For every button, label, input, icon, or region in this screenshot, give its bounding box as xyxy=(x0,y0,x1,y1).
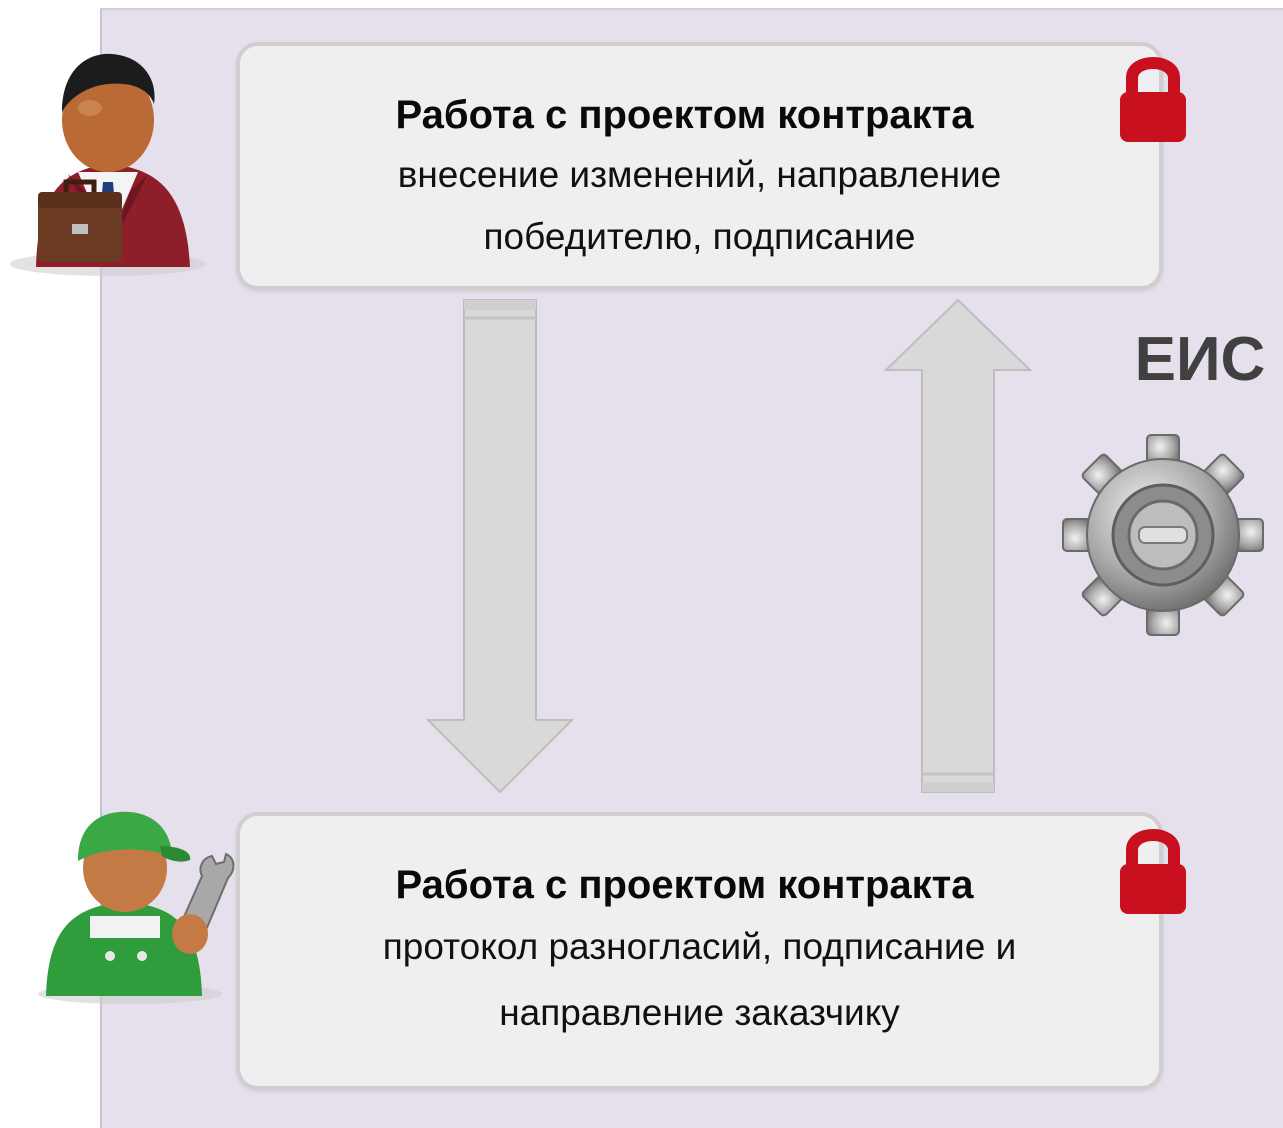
lock-icon xyxy=(1116,820,1190,920)
system-label: ЕИС xyxy=(1134,325,1266,394)
gear-icon xyxy=(1058,430,1268,640)
box-title: Работа с проектом контракта xyxy=(395,863,974,907)
box-description: протокол разногласий, подписание и напра… xyxy=(382,926,1017,1033)
arrow-up xyxy=(880,296,1036,796)
lock-icon xyxy=(1116,48,1190,148)
contract-work-box-supplier: Работа с проектом контракта протокол раз… xyxy=(236,812,1163,1090)
box-title: Работа с проектом контракта xyxy=(395,93,974,137)
businessman-icon xyxy=(8,42,208,278)
box-description: внесение изменений, направление победите… xyxy=(397,154,1002,257)
contract-work-box-customer: Работа с проектом контракта внесение изм… xyxy=(236,42,1163,290)
arrow-down xyxy=(422,296,578,796)
worker-icon xyxy=(30,806,244,1006)
